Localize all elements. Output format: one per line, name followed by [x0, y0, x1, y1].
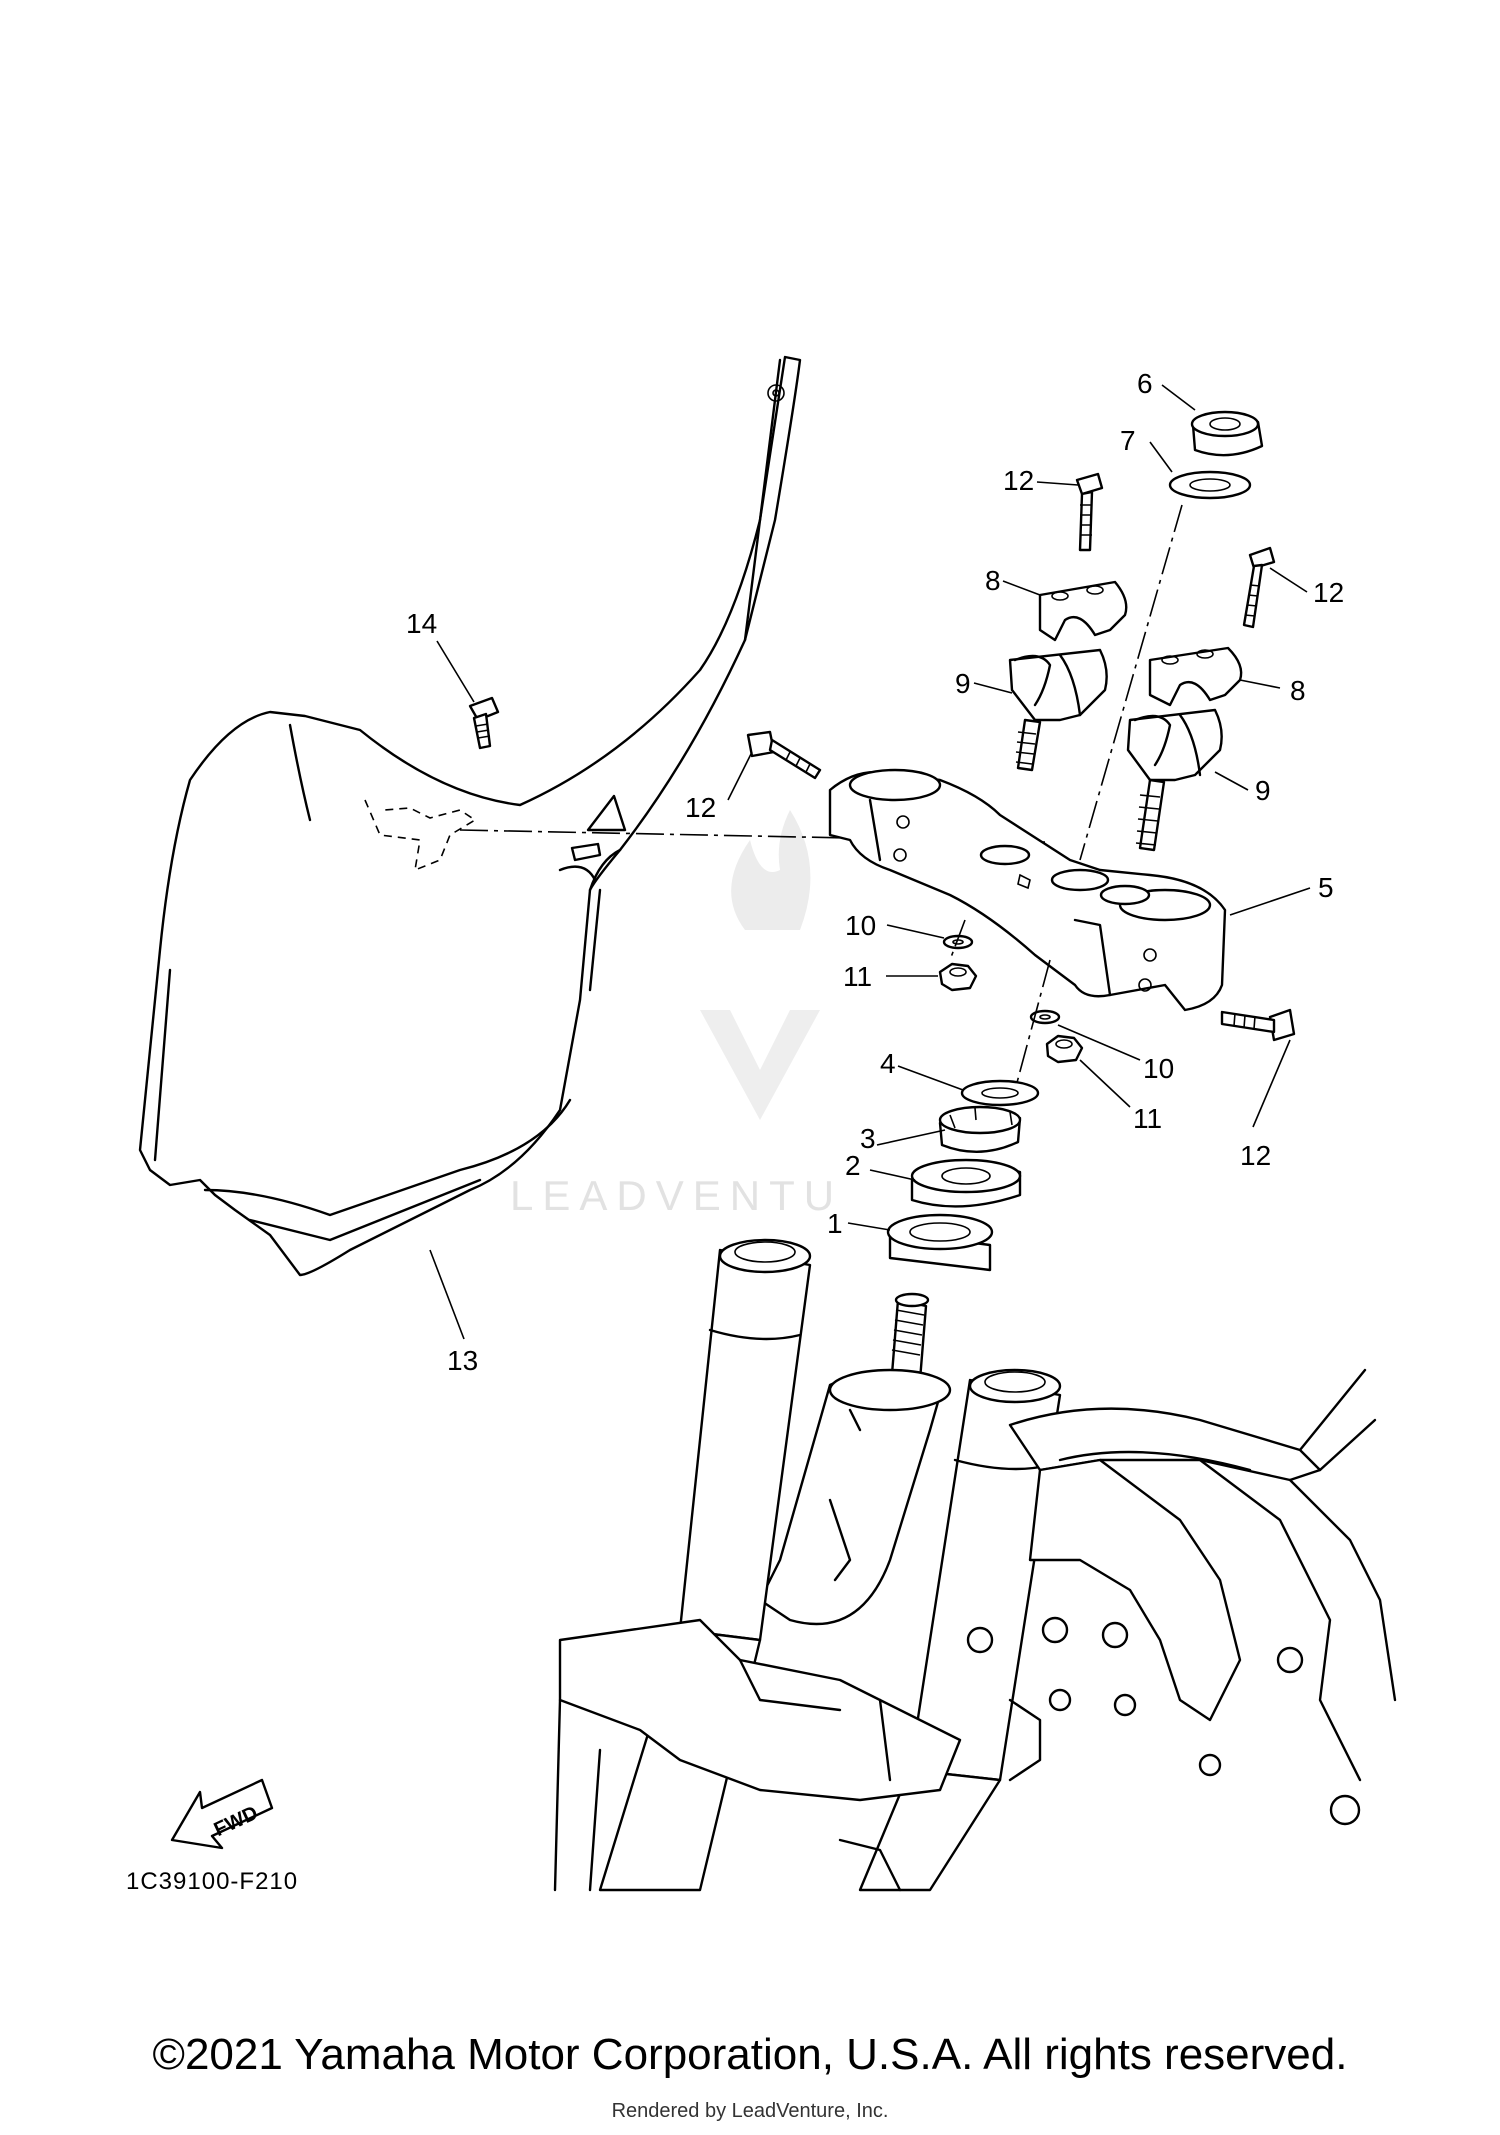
leader-lines: [429, 384, 1311, 1340]
bolt-14[interactable]: [468, 696, 500, 750]
callout-12-right: 12: [1240, 1140, 1271, 1171]
callout-12-upper-right: 12: [1313, 577, 1344, 608]
nut-11-left[interactable]: [938, 962, 978, 992]
steering-stem-and-frame: [553, 1238, 1397, 1892]
callout-labels: 6 7 12 12 8 8 9 9 12 5 10 11 10 11 12 4 …: [406, 368, 1344, 1376]
callout-9-right: 9: [1255, 775, 1271, 806]
handlebar-holder-right[interactable]: [1126, 708, 1223, 852]
callout-3: 3: [860, 1123, 876, 1154]
alignment-line-center: [1014, 959, 1051, 1091]
washer-10-left[interactable]: [942, 934, 974, 950]
diagram-code: 1C39100-F210: [126, 1868, 299, 1895]
washer-10-right[interactable]: [1029, 1009, 1061, 1025]
callout-8-right: 8: [1290, 675, 1306, 706]
callout-10-right: 10: [1143, 1053, 1174, 1084]
callout-10-left: 10: [845, 910, 876, 941]
callout-9-left: 9: [955, 668, 971, 699]
bolt-12-left[interactable]: [746, 730, 822, 780]
alignment-line-bolts: [949, 919, 966, 961]
callout-12-left: 12: [685, 792, 716, 823]
upper-triple-clamp[interactable]: [828, 768, 1227, 1012]
callout-7: 7: [1120, 425, 1136, 456]
handlebar-holder-left[interactable]: [1008, 648, 1108, 772]
callout-5: 5: [1318, 872, 1334, 903]
callout-6: 6: [1137, 368, 1153, 399]
washer-7[interactable]: [1168, 470, 1252, 500]
handlebar-cap-left[interactable]: [1038, 580, 1128, 642]
callout-4: 4: [880, 1048, 896, 1079]
bearing[interactable]: [886, 1213, 994, 1272]
callout-1: 1: [827, 1208, 843, 1239]
steering-nut[interactable]: [1190, 410, 1264, 457]
bearing-cover[interactable]: [910, 1158, 1022, 1208]
callout-13: 13: [447, 1345, 478, 1376]
callout-12-upper-left: 12: [1003, 465, 1034, 496]
rendered-by-notice: Rendered by LeadVenture, Inc.: [611, 2100, 889, 2122]
nut-11-right[interactable]: [1045, 1034, 1084, 1064]
handlebar-cap-right[interactable]: [1148, 646, 1243, 707]
alignment-line-stem: [1079, 504, 1183, 861]
bolt-12-upper-left[interactable]: [1075, 472, 1104, 552]
fwd-arrow-icon: FWD: [170, 1778, 274, 1850]
callout-11-left: 11: [843, 961, 872, 992]
washer-4[interactable]: [960, 1079, 1040, 1107]
bolt-12-right[interactable]: [1220, 1008, 1296, 1042]
callout-14: 14: [406, 608, 437, 639]
callout-2: 2: [845, 1150, 861, 1181]
number-plate[interactable]: [138, 355, 802, 1277]
watermark-text: LEADVENTU: [510, 1172, 843, 1219]
bolt-12-upper-right[interactable]: [1242, 546, 1276, 629]
leadventure-watermark: LEADVENTU: [510, 810, 843, 1219]
callout-8-left: 8: [985, 565, 1001, 596]
callout-11-right: 11: [1133, 1103, 1162, 1134]
ring-nut[interactable]: [938, 1105, 1022, 1154]
copyright-notice: ©2021 Yamaha Motor Corporation, U.S.A. A…: [152, 2030, 1348, 2079]
